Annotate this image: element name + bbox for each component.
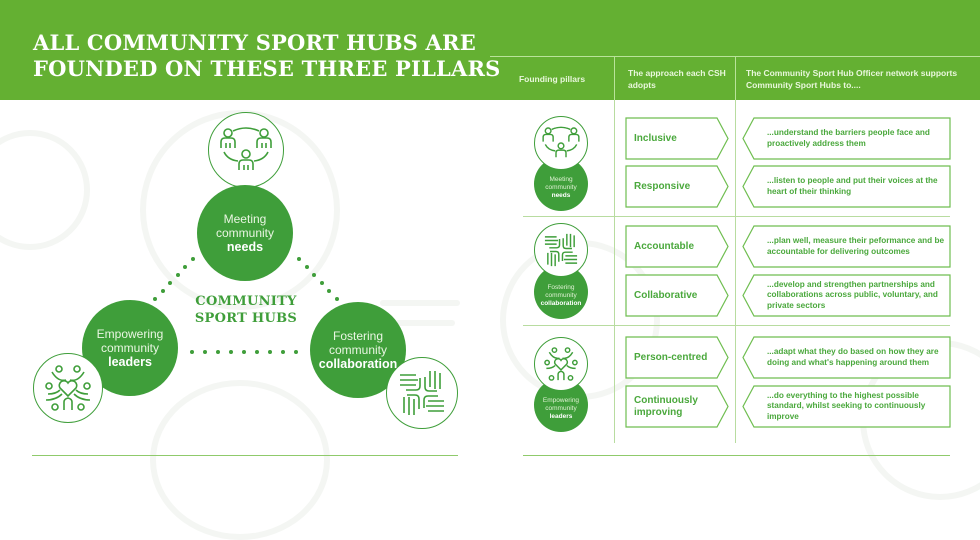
connector-dot	[297, 257, 301, 261]
connector-dot	[191, 257, 195, 261]
page-title-line-1: ALL COMMUNITY SPORT HUBS ARE	[33, 30, 476, 55]
approach-label: Inclusive	[634, 132, 677, 144]
approach-tag-person-centred: Person-centred	[625, 336, 729, 379]
connector-dot	[335, 297, 339, 301]
support-box: ...plan well, measure their peformance a…	[742, 225, 951, 268]
center-title-line-2: SPORT HUBS	[194, 311, 298, 326]
support-text: ...understand the barriers people face a…	[767, 128, 930, 148]
pillar-label: Meeting	[223, 212, 267, 226]
approach-label: Accountable	[634, 240, 695, 252]
connector-dot	[294, 350, 298, 354]
support-box: ...adapt what they do based on how they …	[742, 336, 951, 379]
connector-dot	[153, 297, 157, 301]
heart-people-icon	[33, 353, 103, 423]
connector-dot	[242, 350, 246, 354]
background-watermark	[395, 320, 455, 326]
pillar-label: community	[100, 341, 159, 355]
pillar-badge-label-bold: collaboration	[540, 300, 582, 307]
background-watermark	[380, 300, 460, 306]
column-divider	[614, 57, 615, 100]
page-title: ALL COMMUNITY SPORT HUBS ARE FOUNDED ON …	[33, 30, 501, 82]
connector-dot	[268, 350, 272, 354]
pillar-circle-meeting-needs: Meeting community needs	[197, 185, 293, 281]
pillar-label-bold: leaders	[108, 355, 152, 369]
approach-tag-accountable: Accountable	[625, 225, 729, 268]
pillar-label: community	[215, 226, 274, 240]
column-divider	[735, 100, 736, 443]
pillar-badge-label-bold: leaders	[549, 413, 573, 420]
support-text: ...listen to people and put their voices…	[767, 176, 938, 196]
approach-label: Collaborative	[634, 289, 698, 301]
connector-dot	[327, 289, 331, 293]
connector-dot	[168, 281, 172, 285]
connector-dot	[183, 265, 187, 269]
connector-dot	[203, 350, 207, 354]
connector-dot	[312, 273, 316, 277]
row-divider	[523, 325, 950, 326]
connector-dot	[190, 350, 194, 354]
pillar-badge-label: community	[545, 292, 577, 299]
connector-dot	[255, 350, 259, 354]
approach-tag-responsive: Responsive	[625, 165, 729, 208]
support-box: ...develop and strengthen partnerships a…	[742, 274, 951, 317]
joined-hands-icon	[534, 223, 588, 277]
pillar-badge-label: Fostering	[547, 284, 575, 291]
approach-tag-collaborative: Collaborative	[625, 274, 729, 317]
joined-hands-icon	[386, 357, 458, 429]
connector-dot	[161, 289, 165, 293]
approach-label: Continuously improving	[634, 394, 698, 418]
approach-tag-continuously-improving: Continuously improving	[625, 385, 729, 428]
support-text: ...develop and strengthen partnerships a…	[767, 279, 938, 310]
pillar-label: community	[328, 343, 387, 357]
table-bottom-rule	[523, 455, 950, 456]
support-text: ...do everything to the highest possible…	[767, 390, 926, 421]
approach-label: Person-centred	[634, 351, 708, 363]
column-header-approach: The approach each CSH adopts	[628, 67, 726, 90]
column-divider	[735, 57, 736, 100]
pillar-label-bold: collaboration	[318, 357, 398, 371]
left-bottom-rule	[32, 455, 458, 456]
support-text: ...adapt what they do based on how they …	[767, 347, 939, 367]
approach-label: Responsive	[634, 180, 691, 192]
column-header-founding-pillars: Founding pillars	[518, 73, 586, 84]
people-network-icon	[534, 116, 588, 170]
connector-dot	[229, 350, 233, 354]
support-box: ...listen to people and put their voices…	[742, 165, 951, 208]
row-divider	[523, 216, 950, 217]
connector-dot	[305, 265, 309, 269]
approach-tag-inclusive: Inclusive	[625, 117, 729, 160]
background-watermark	[0, 130, 90, 250]
pillar-badge-label: community	[545, 405, 577, 412]
connector-dot	[176, 273, 180, 277]
column-divider	[614, 100, 615, 443]
support-box: ...do everything to the highest possible…	[742, 385, 951, 428]
center-title: COMMUNITY SPORT HUBS	[186, 293, 306, 327]
page-title-line-2: FOUNDED ON THESE THREE PILLARS	[33, 56, 501, 81]
background-watermark	[150, 380, 330, 540]
column-header-support: The Community Sport Hub Officer network …	[746, 67, 958, 90]
header-banner: ALL COMMUNITY SPORT HUBS ARE FOUNDED ON …	[0, 0, 980, 100]
connector-dot	[281, 350, 285, 354]
center-title-line-1: COMMUNITY	[195, 294, 297, 309]
pillar-badge-label-bold: needs	[551, 192, 571, 199]
connector-dot	[216, 350, 220, 354]
connector-dot	[320, 281, 324, 285]
support-text: ...plan well, measure their peformance a…	[767, 236, 944, 256]
pillar-badge-label: Empowering	[542, 397, 580, 404]
header-rule	[490, 56, 980, 57]
pillar-label: Fostering	[332, 329, 384, 343]
support-box: ...understand the barriers people face a…	[742, 117, 951, 160]
pillar-badge-label: Meeting	[549, 176, 573, 183]
pillar-badge-label: community	[545, 184, 577, 191]
heart-people-icon	[534, 337, 588, 391]
pillar-label-bold: needs	[226, 240, 264, 254]
pillar-label: Empowering	[96, 327, 164, 341]
people-network-icon	[208, 112, 284, 188]
